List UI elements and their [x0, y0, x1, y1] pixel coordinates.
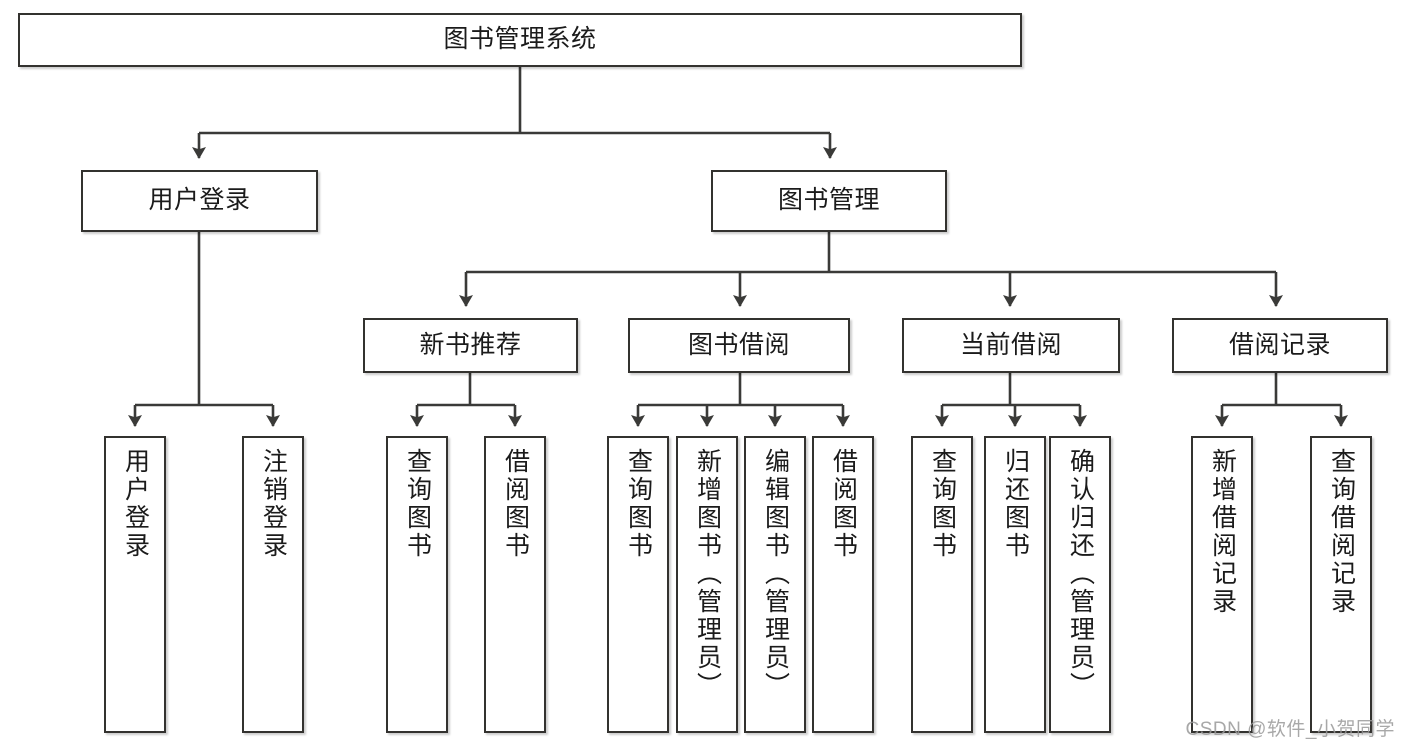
node-new-book-recommend[interactable]: 新书推荐 [363, 318, 578, 373]
leaf-edit-book-admin[interactable]: 编辑图书（管理员） [744, 436, 806, 733]
leaf-borrow-book-rec[interactable]: 借阅图书 [484, 436, 546, 733]
edges-user-login-to-leaves [128, 232, 280, 427]
leaf-logout[interactable]: 注销登录 [242, 436, 304, 733]
leaf-add-borrow-record[interactable]: 新增借阅记录 [1191, 436, 1253, 733]
node-root-label: 图书管理系统 [443, 25, 597, 54]
edges-book-mgmt-to-level3 [459, 232, 1283, 307]
leaf-query-borrow-record-label: 查询借阅记录 [1327, 448, 1356, 616]
leaf-user-login[interactable]: 用户登录 [104, 436, 166, 733]
leaf-query-book-borrow-label: 查询图书 [624, 448, 653, 560]
node-book-management-label: 图书管理 [777, 186, 880, 215]
leaf-query-book-current-label: 查询图书 [928, 448, 957, 560]
leaf-add-book-admin[interactable]: 新增图书（管理员） [676, 436, 738, 733]
edges-root-to-level2 [192, 67, 837, 159]
leaf-confirm-return-admin[interactable]: 确认归还（管理员） [1049, 436, 1111, 733]
node-borrow-record[interactable]: 借阅记录 [1172, 318, 1388, 373]
leaf-add-borrow-record-label: 新增借阅记录 [1208, 448, 1237, 616]
leaf-confirm-return-admin-label: 确认归还（管理员） [1066, 448, 1095, 700]
edges-book-borrow-to-leaves [631, 373, 850, 427]
leaf-logout-label: 注销登录 [259, 448, 288, 560]
edges-current-borrow-to-leaves [935, 373, 1087, 427]
leaf-borrow-book-label: 借阅图书 [829, 448, 858, 560]
node-book-borrow[interactable]: 图书借阅 [628, 318, 850, 373]
leaf-user-login-label: 用户登录 [121, 448, 150, 560]
node-book-borrow-label: 图书借阅 [687, 330, 790, 359]
node-root[interactable]: 图书管理系统 [18, 13, 1022, 67]
leaf-query-book-rec[interactable]: 查询图书 [386, 436, 448, 733]
edges-borrow-record-to-leaves [1215, 373, 1348, 427]
leaf-query-book-current[interactable]: 查询图书 [911, 436, 973, 733]
node-new-book-recommend-label: 新书推荐 [419, 330, 522, 359]
node-book-management[interactable]: 图书管理 [711, 170, 947, 232]
node-user-login-label: 用户登录 [148, 186, 251, 215]
node-user-login[interactable]: 用户登录 [81, 170, 318, 232]
watermark-text: CSDN @软件_小贺同学 [1185, 719, 1395, 740]
leaf-borrow-book-rec-label: 借阅图书 [501, 448, 530, 560]
leaf-borrow-book[interactable]: 借阅图书 [812, 436, 874, 733]
leaf-return-book-label: 归还图书 [1001, 448, 1030, 560]
leaf-query-borrow-record[interactable]: 查询借阅记录 [1310, 436, 1372, 733]
node-current-borrow-label: 当前借阅 [959, 330, 1062, 359]
leaf-edit-book-admin-label: 编辑图书（管理员） [761, 448, 790, 700]
edges-new-book-rec-to-leaves [410, 373, 522, 427]
leaf-query-book-rec-label: 查询图书 [403, 448, 432, 560]
leaf-add-book-admin-label: 新增图书（管理员） [693, 448, 722, 700]
node-current-borrow[interactable]: 当前借阅 [902, 318, 1120, 373]
node-borrow-record-label: 借阅记录 [1228, 330, 1331, 359]
leaf-query-book-borrow[interactable]: 查询图书 [607, 436, 669, 733]
leaf-return-book[interactable]: 归还图书 [984, 436, 1046, 733]
